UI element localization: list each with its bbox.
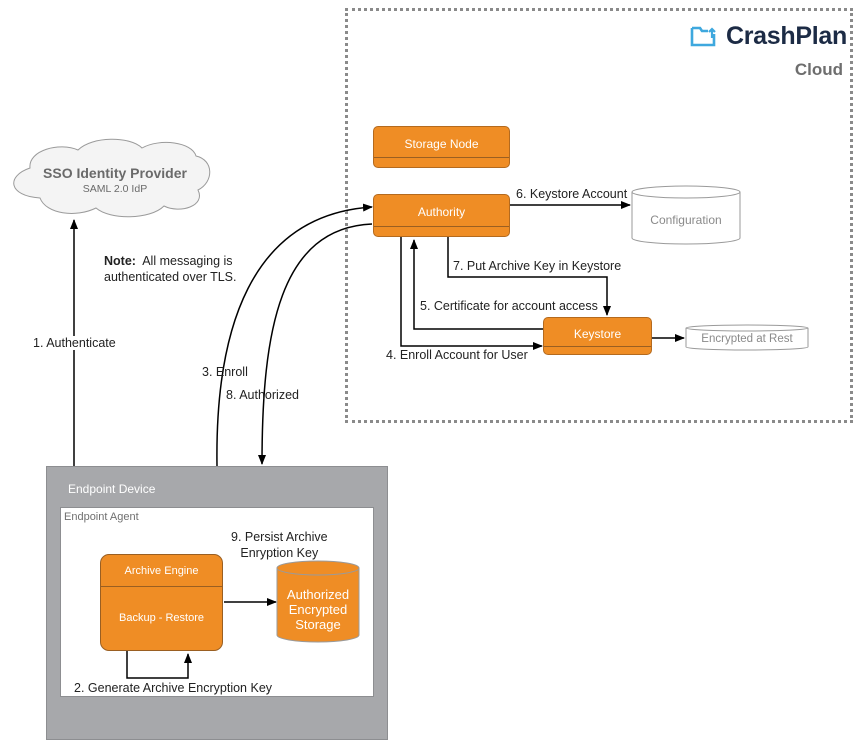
step-4-label: 4. Enroll Account for User xyxy=(386,348,528,362)
cloud-label: Cloud xyxy=(794,60,843,79)
arrow-generate-key xyxy=(126,651,192,679)
crashplan-logo: CrashPlan xyxy=(690,20,847,52)
step-5-label: 5. Certificate for account access xyxy=(420,299,598,313)
endpoint-device-label: Endpoint Device xyxy=(68,482,156,496)
folder-upload-icon xyxy=(690,26,716,47)
step-9-line1: 9. Persist Archive xyxy=(231,530,328,544)
storage-line1: Authorized xyxy=(286,587,350,602)
archive-engine-box: Archive Engine Backup - Restore xyxy=(100,554,223,651)
step-7-label: 7. Put Archive Key in Keystore xyxy=(453,259,622,273)
step-1-label: 1. Authenticate xyxy=(32,336,117,350)
endpoint-agent-label: Endpoint Agent xyxy=(64,511,139,523)
storage-node-label: Storage Node xyxy=(404,137,479,151)
arrow-certificate xyxy=(410,239,544,330)
step-6-label: 6. Keystore Account xyxy=(516,187,628,201)
configuration-cylinder xyxy=(631,185,741,245)
sso-cloud-shape xyxy=(13,138,211,218)
step-9-line2: Enryption Key xyxy=(240,546,319,560)
configuration-label: Configuration xyxy=(650,213,722,227)
step-2-label: 2. Generate Archive Encryption Key xyxy=(74,681,273,695)
step-8-label: 8. Authorized xyxy=(226,388,299,402)
archive-engine-title: Archive Engine xyxy=(124,565,199,577)
note-line2: authenticated over TLS. xyxy=(104,270,237,284)
note-line1: All messaging is xyxy=(142,254,233,268)
arrow-enroll-account xyxy=(400,237,543,350)
authority-box: Authority xyxy=(373,194,510,237)
encrypted-at-rest-cylinder xyxy=(685,324,809,351)
authorized-storage-label: Authorized Encrypted Storage xyxy=(277,587,359,632)
keystore-label: Keystore xyxy=(573,327,622,341)
sso-identity-provider: SSO Identity Provider SAML 2.0 IdP xyxy=(10,165,220,195)
arrow-authorized xyxy=(258,223,373,465)
storage-line3: Storage xyxy=(295,617,341,632)
keystore-box: Keystore xyxy=(543,317,652,355)
sso-title: SSO Identity Provider xyxy=(43,165,187,181)
arrow-enroll xyxy=(216,203,373,467)
step-3-label: 3. Enroll xyxy=(202,365,248,379)
step-9-label: 9. Persist Archive Enryption Key xyxy=(231,529,328,561)
note: Note: All messaging is authenticated ove… xyxy=(104,253,237,285)
brand-name: CrashPlan xyxy=(726,21,847,50)
authority-label: Authority xyxy=(417,205,466,219)
encrypted-at-rest-label: Encrypted at Rest xyxy=(701,333,793,345)
authorized-storage-cylinder xyxy=(276,560,360,643)
note-bold: Note: xyxy=(104,254,136,268)
arrow-put-archive-key xyxy=(447,237,611,316)
sso-subtitle: SAML 2.0 IdP xyxy=(82,183,148,195)
archive-engine-divider xyxy=(101,586,222,587)
archive-engine-body: Backup - Restore xyxy=(119,612,204,624)
storage-line2: Encrypted xyxy=(288,602,348,617)
cloud-region xyxy=(345,8,853,423)
storage-node-box: Storage Node xyxy=(373,126,510,168)
